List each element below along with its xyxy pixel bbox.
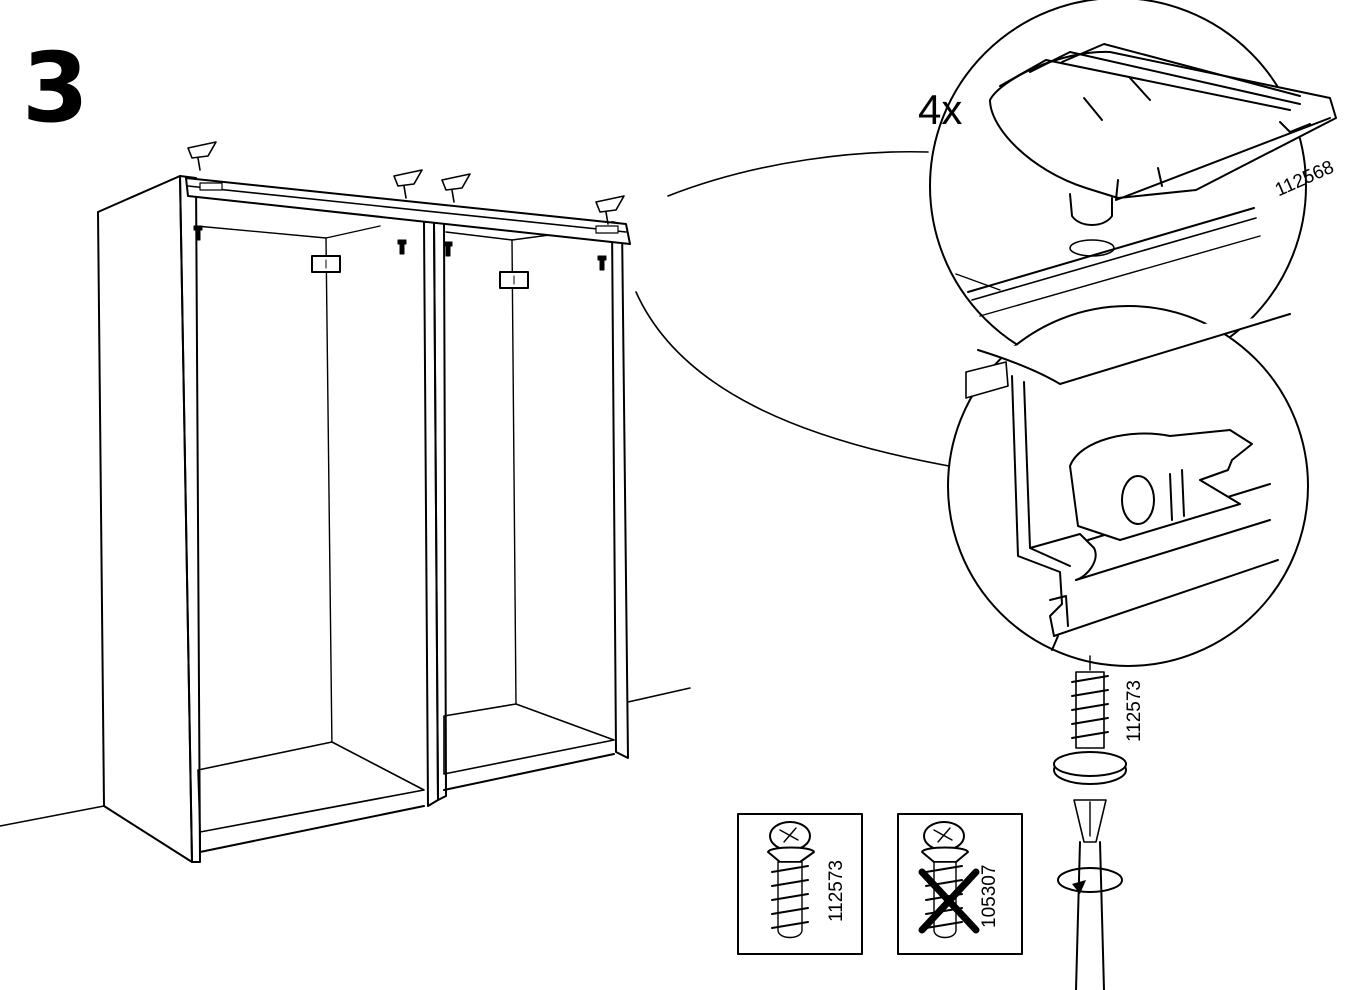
step-number: 3 (22, 32, 89, 144)
wardrobe-frame-icon (97, 175, 631, 863)
correct-screw-part-number: 112573 (826, 860, 847, 922)
rail-profile-icon (955, 207, 1291, 651)
incorrect-screw-box (897, 813, 1023, 955)
clip-quantity: 4x (918, 86, 963, 133)
rail-screw-markers (193, 225, 607, 271)
screw-part-number: 112573 (1124, 680, 1145, 742)
correct-screw-box (737, 813, 863, 955)
callout-lines (635, 150, 961, 469)
rotate-arrow-icon (1057, 867, 1123, 894)
screwdriver-icon (1073, 799, 1107, 990)
rail-clip-icon (989, 43, 1337, 257)
floor-lines (0, 687, 691, 827)
cross-mark-icon (918, 868, 980, 934)
screw-icon (1053, 655, 1127, 785)
incorrect-screw-part-number: 105307 (979, 864, 1000, 928)
clip-markers (187, 141, 625, 225)
